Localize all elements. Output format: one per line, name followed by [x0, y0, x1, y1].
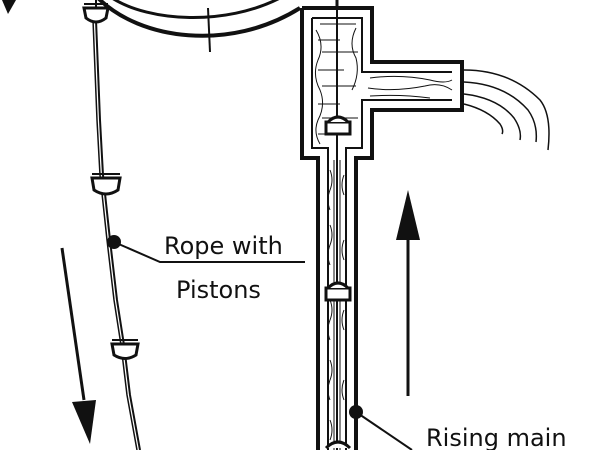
descending-arrow: [60, 247, 96, 444]
piston-in-pipe: [324, 281, 352, 302]
rope-label-line1: Rope with: [164, 232, 283, 260]
pulley-wheel: [97, 0, 302, 53]
rope-label-line2: Pistons: [176, 276, 261, 304]
rising-main-pipe: [300, 6, 464, 450]
piston-in-pipe-bottom: [324, 440, 352, 450]
pipe-hatching: [314, 23, 453, 450]
rope-label-leader: [107, 235, 305, 263]
water-outflow: [463, 69, 550, 151]
descending-rope: [92, 0, 141, 450]
rising-main-leader: [349, 405, 413, 450]
piston-upper: [90, 173, 122, 196]
top-down-arrow: [2, 0, 16, 14]
piston-in-head: [324, 115, 352, 136]
piston-lower: [110, 339, 140, 360]
piston-top: [82, 3, 110, 24]
rising-main-label: Rising main: [426, 424, 567, 450]
rising-arrow: [396, 190, 420, 396]
